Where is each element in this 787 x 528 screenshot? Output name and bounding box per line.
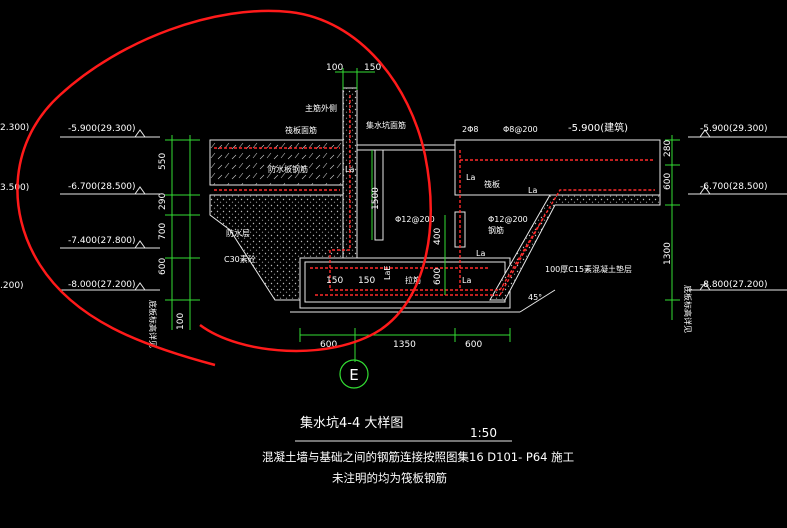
label-raft-right: 筏板 [484, 179, 500, 189]
red-annotation-circle [16, 9, 432, 367]
dim-top-150: 150 [364, 63, 381, 73]
label-cushion: 100厚C15素混凝土垫层 [545, 264, 632, 274]
left-elev-cut-2: 3.500) [0, 183, 29, 193]
dimension-lines [165, 68, 680, 362]
label-la-3: La [528, 186, 537, 195]
label-la-1: La [345, 165, 354, 174]
dim-right-1300: 1300 [663, 242, 673, 265]
right-elev-2: -6.700(28.500) [700, 182, 768, 192]
dim-mid-400: 400 [433, 228, 443, 245]
dim-mid-600: 600 [433, 268, 443, 285]
left-elev-cut-4: .200) [0, 281, 24, 291]
drawing-scale: 1:50 [470, 426, 497, 440]
left-elev-cut-1: 2.300) [0, 123, 29, 133]
rebar-lines [214, 95, 655, 296]
dim-right-280: 280 [663, 140, 673, 157]
label-sump-wall: 集水坑面筋 [366, 120, 406, 130]
axis-marker: E [339, 359, 369, 389]
dim-bottom-600b: 600 [465, 340, 482, 350]
dim-bottom-small-150b: 150 [358, 276, 375, 286]
label-raft-top: 筏板面筋 [285, 125, 317, 135]
dim-left-700: 700 [158, 223, 168, 240]
axis-marker-label: E [349, 366, 358, 384]
left-elev-1: -5.900(29.300) [68, 124, 136, 134]
dim-top-100: 100 [326, 63, 343, 73]
label-left-vertical-note: 底板标高详见 [148, 300, 158, 348]
dim-left-550: 550 [158, 153, 168, 170]
dim-left-290: 290 [158, 193, 168, 210]
elevation-labels: 2.300) -5.900(29.300) 3.500) -6.700(28.5… [0, 123, 768, 291]
dim-mid-1500: 1500 [371, 187, 381, 210]
label-main-rebar: 主筋外侧 [305, 103, 337, 113]
right-elev-3: -8.800(27.200) [700, 280, 768, 290]
label-phi12-200b: Φ12@200 [488, 215, 528, 224]
annotation-labels: 主筋外侧 筏板面筋 集水坑面筋 防水板钢筋 防水层 C30素砼 2Φ8 Φ8@2… [148, 103, 693, 348]
note-line-2: 未注明的均为筏板钢筋 [332, 471, 447, 485]
label-la-4: La [476, 249, 485, 258]
dimension-texts: 550 290 700 600 100 100 150 1500 400 600… [158, 63, 673, 350]
elevation-markers [60, 129, 787, 291]
label-la-2: La [466, 173, 475, 182]
left-elev-2: -6.700(28.500) [68, 182, 136, 192]
dim-left-100: 100 [176, 313, 186, 330]
dim-bottom-1350: 1350 [393, 340, 416, 350]
label-lae: LaE [383, 266, 392, 280]
label-phi8-200: Φ8@200 [503, 125, 538, 134]
note-line-1: 混凝土墙与基础之间的钢筋连接按照图集16 D101- P64 施工 [262, 450, 574, 464]
left-elev-4: -8.000(27.200) [68, 280, 136, 290]
drawing-title: 集水坑4-4 大样图 [300, 415, 403, 431]
label-c30: C30素砼 [224, 254, 256, 264]
label-angle: 45° [528, 293, 542, 302]
label-phi12-200a: Φ12@200 [395, 215, 435, 224]
label-waterproof-outer: 防水板钢筋 [268, 164, 308, 174]
dim-left-600: 600 [158, 258, 168, 275]
label-right-vertical-note: 底板标高详见 [683, 285, 693, 333]
title-block: 集水坑4-4 大样图 1:50 混凝土墙与基础之间的钢筋连接按照图集16 D10… [262, 415, 574, 485]
label-floor-mark: -5.900(建筑) [568, 121, 628, 134]
left-elev-3: -7.400(27.800) [68, 236, 136, 246]
label-steel-bar: 钢筋 [488, 225, 504, 235]
label-tie: 拉筋 [405, 275, 421, 285]
dim-bottom-600a: 600 [320, 340, 337, 350]
dim-right-600: 600 [663, 173, 673, 190]
label-2phi8: 2Φ8 [462, 125, 478, 134]
label-waterproof: 防水层 [226, 228, 250, 238]
right-elev-1: -5.900(29.300) [700, 124, 768, 134]
dim-bottom-small-150a: 150 [326, 276, 343, 286]
label-la-5: La [462, 276, 471, 285]
